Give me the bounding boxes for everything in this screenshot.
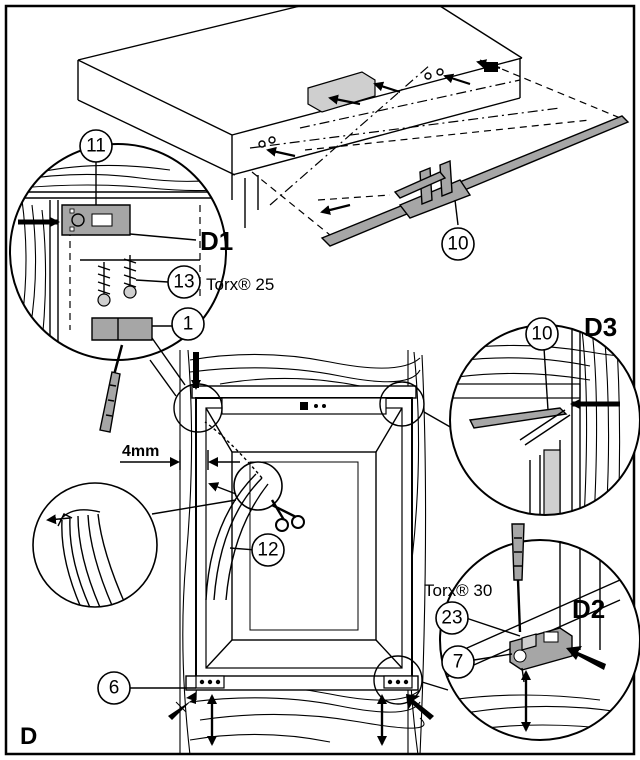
cabinet-top-view: 10: [77, 5, 630, 261]
callout-10-rail: 10: [447, 234, 468, 255]
keyhole-marks: [258, 68, 444, 148]
screwdriver-d2: [511, 523, 525, 633]
callout-13-screws: 13: [173, 272, 194, 293]
callout-1-cover: 1: [183, 314, 194, 335]
callout-11-bracket: 11: [86, 136, 106, 157]
screwdriver-d1: [99, 344, 124, 433]
label-gap-4mm: 4mm: [122, 443, 159, 460]
diagram-frame: [4, 4, 636, 756]
scissors-icon: [270, 499, 305, 532]
callout-12-seal: 12: [257, 540, 278, 561]
callout-6-hinge: 6: [109, 678, 120, 699]
callout-7-hinge: 7: [453, 652, 464, 673]
label-torx-25: Torx® 25: [206, 275, 274, 294]
detail-d3: D3 10: [449, 312, 640, 516]
callout-10-d3: 10: [531, 324, 552, 345]
label-d1: D1: [200, 226, 233, 256]
label-d3: D3: [584, 312, 617, 342]
callout-23-screw: 23: [441, 608, 462, 629]
seal-detail: [32, 482, 237, 608]
label-d2: D2: [572, 594, 605, 624]
appliance-front: 4mm 12 6: [97, 349, 453, 756]
mounting-rail: [320, 115, 630, 247]
label-torx-30: Torx® 30: [424, 581, 492, 600]
figure-label-d: D: [20, 723, 37, 750]
detail-d2: D2 Torx® 30 23 7: [424, 523, 640, 741]
